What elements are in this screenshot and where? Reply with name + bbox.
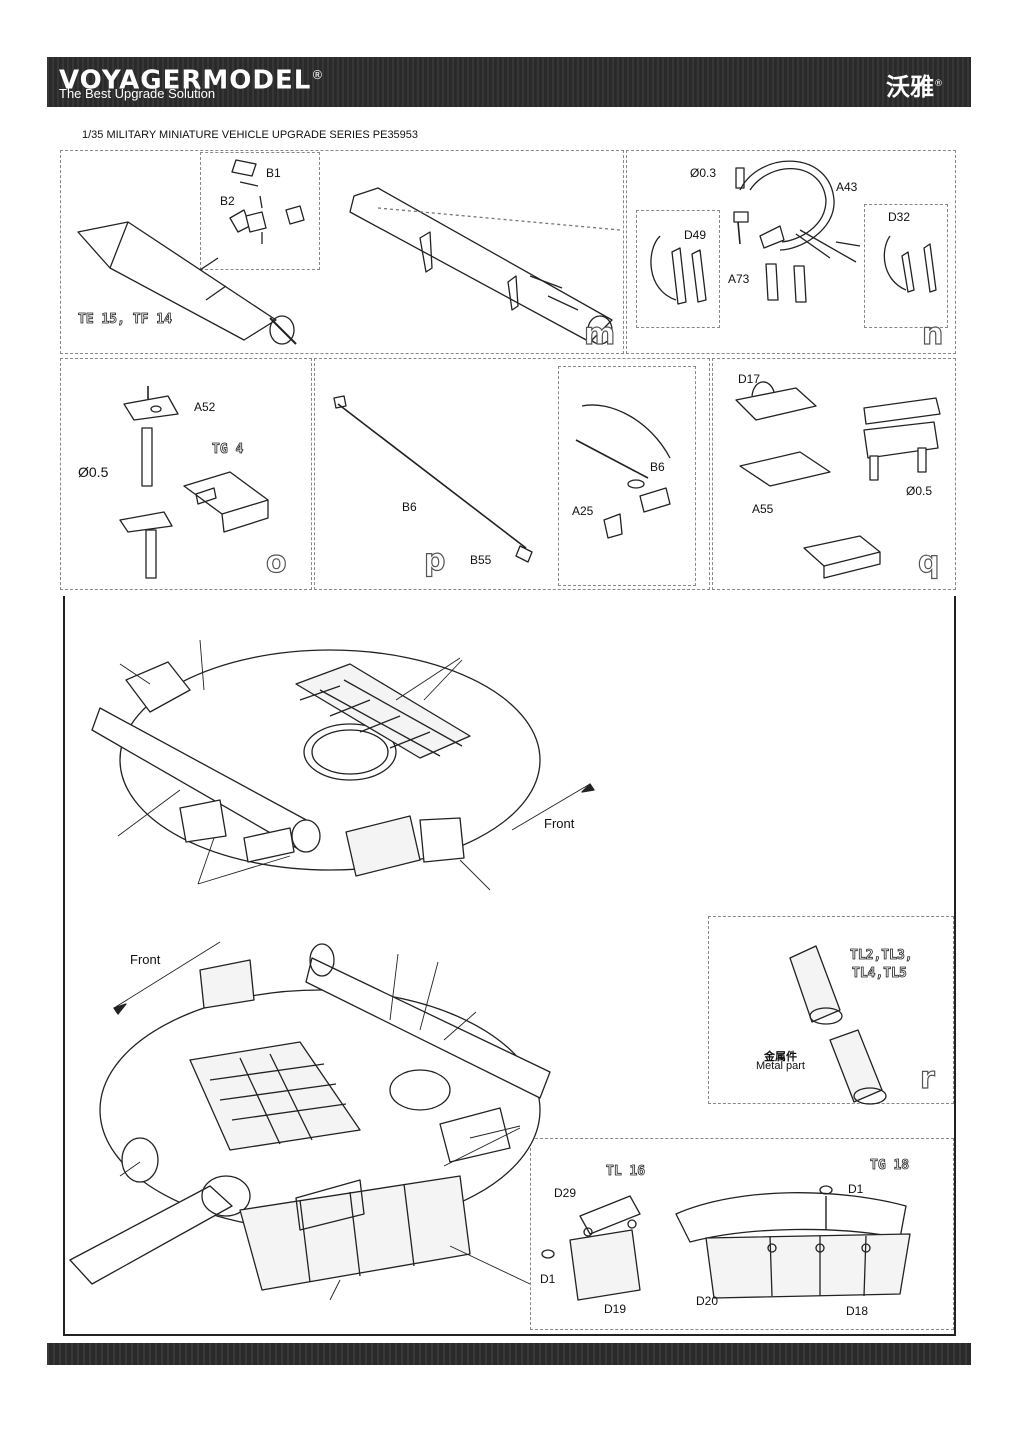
- metal-part-label-cn: 金属件: [764, 1050, 797, 1063]
- footer-banner: [47, 1343, 971, 1365]
- bracket-b1-b2-drawing: [229, 159, 305, 244]
- step-letter-p: p: [423, 543, 446, 578]
- part-label-te15-tf14: TE 15, TF 14: [78, 312, 173, 328]
- step-letter-r: r: [919, 1061, 935, 1096]
- part-label-d1-left: D1: [540, 1272, 556, 1286]
- part-label-diameter-05-o: Ø0.5: [78, 464, 109, 480]
- panel-n: [626, 150, 956, 354]
- brand-slogan: The Best Upgrade Solution: [59, 86, 216, 101]
- part-label-d29: D29: [554, 1186, 577, 1200]
- upper-turret-drawing: [91, 649, 541, 877]
- front-arrow-upper-head: [581, 783, 595, 793]
- metal-part-label-en: Metal part: [756, 1060, 805, 1072]
- main-assembly-frame: [63, 596, 956, 1336]
- left-storage-tube-drawing: [77, 221, 297, 345]
- part-label-diameter-03: Ø0.3: [690, 166, 717, 180]
- part-label-d1-right: D1: [848, 1182, 864, 1196]
- part-label-d19: D19: [604, 1302, 627, 1316]
- panel-q-parts-drawing: [735, 381, 941, 579]
- panel-skirt-detail: [530, 1138, 954, 1330]
- part-label-b1: B1: [266, 166, 281, 180]
- part-label-b55: B55: [470, 553, 492, 567]
- panel-p-subframe: [558, 366, 696, 586]
- panel-n-subframe-d49: [636, 210, 720, 328]
- part-label-d20: D20: [696, 1294, 719, 1308]
- brand-registered-mark: ®: [311, 68, 325, 82]
- step-letter-m: m: [583, 317, 616, 352]
- part-label-tl16: TL 16: [606, 1164, 646, 1180]
- strap-a43-drawing: [733, 160, 861, 303]
- part-label-b6-wire: B6: [402, 500, 417, 514]
- part-label-tg4: TG 4: [212, 442, 244, 458]
- panel-m-subframe: [200, 152, 320, 270]
- lower-leader-lines: [113, 941, 531, 1301]
- upper-leader-lines: [117, 639, 591, 891]
- part-label-d17: D17: [738, 372, 761, 386]
- header-texture: [47, 57, 971, 107]
- panel-m: [60, 150, 624, 354]
- brand-logo: VOYAGERMODEL®: [59, 61, 324, 95]
- panel-o: [60, 358, 312, 590]
- d49-parts-drawing: [650, 235, 707, 305]
- front-direction-label-lower: Front: [130, 952, 161, 967]
- part-label-a73: A73: [728, 272, 750, 286]
- metal-part-tl-drawing: [789, 945, 887, 1105]
- brand-cn-registered-mark: ®: [934, 79, 943, 89]
- footer-texture: [47, 1343, 971, 1365]
- skirt-detail-drawing: [541, 1185, 911, 1301]
- brand-name: VOYAGERMODEL: [59, 65, 312, 96]
- step-letter-q: q: [917, 545, 940, 580]
- part-label-a25: A25: [572, 504, 594, 518]
- part-label-a43: A43: [836, 180, 858, 194]
- part-label-tg18: TG 18: [870, 1158, 910, 1174]
- part-label-d49: D49: [684, 228, 707, 242]
- panel-q: [712, 358, 956, 590]
- part-label-b2: B2: [220, 194, 235, 208]
- part-label-diameter-05-q: Ø0.5: [906, 484, 933, 498]
- part-label-b6-detail: B6: [650, 460, 665, 474]
- front-direction-label-upper: Front: [544, 816, 575, 831]
- wire-b6-drawing: [333, 395, 671, 563]
- front-arrow-lower-head: [113, 1003, 127, 1015]
- right-storage-tube-drawing: [349, 187, 621, 345]
- panel-n-subframe-d32: [864, 204, 948, 328]
- part-label-d32: D32: [888, 210, 911, 224]
- step-letter-n: n: [921, 317, 944, 352]
- series-title: 1/35 MILITARY MINIATURE VEHICLE UPGRADE …: [82, 129, 419, 141]
- part-label-a52: A52: [194, 400, 216, 414]
- d32-parts-drawing: [883, 235, 937, 293]
- part-label-tl2-tl3: TL2,TL3,: [850, 948, 913, 964]
- lower-turret-drawing: [69, 943, 551, 1291]
- brand-logo-chinese: 沃雅®: [886, 67, 943, 102]
- header-banner: VOYAGERMODEL® The Best Upgrade Solution …: [47, 57, 971, 107]
- brand-name-chinese: 沃雅: [886, 73, 934, 101]
- part-label-a55: A55: [752, 502, 774, 516]
- part-label-d18: D18: [846, 1304, 869, 1318]
- panel-r: [708, 916, 954, 1104]
- panel-o-parts-drawing: [119, 386, 269, 579]
- part-label-tl4-tl5: TL4,TL5: [852, 966, 908, 982]
- panel-p: [314, 358, 710, 590]
- step-letter-o: o: [265, 545, 287, 580]
